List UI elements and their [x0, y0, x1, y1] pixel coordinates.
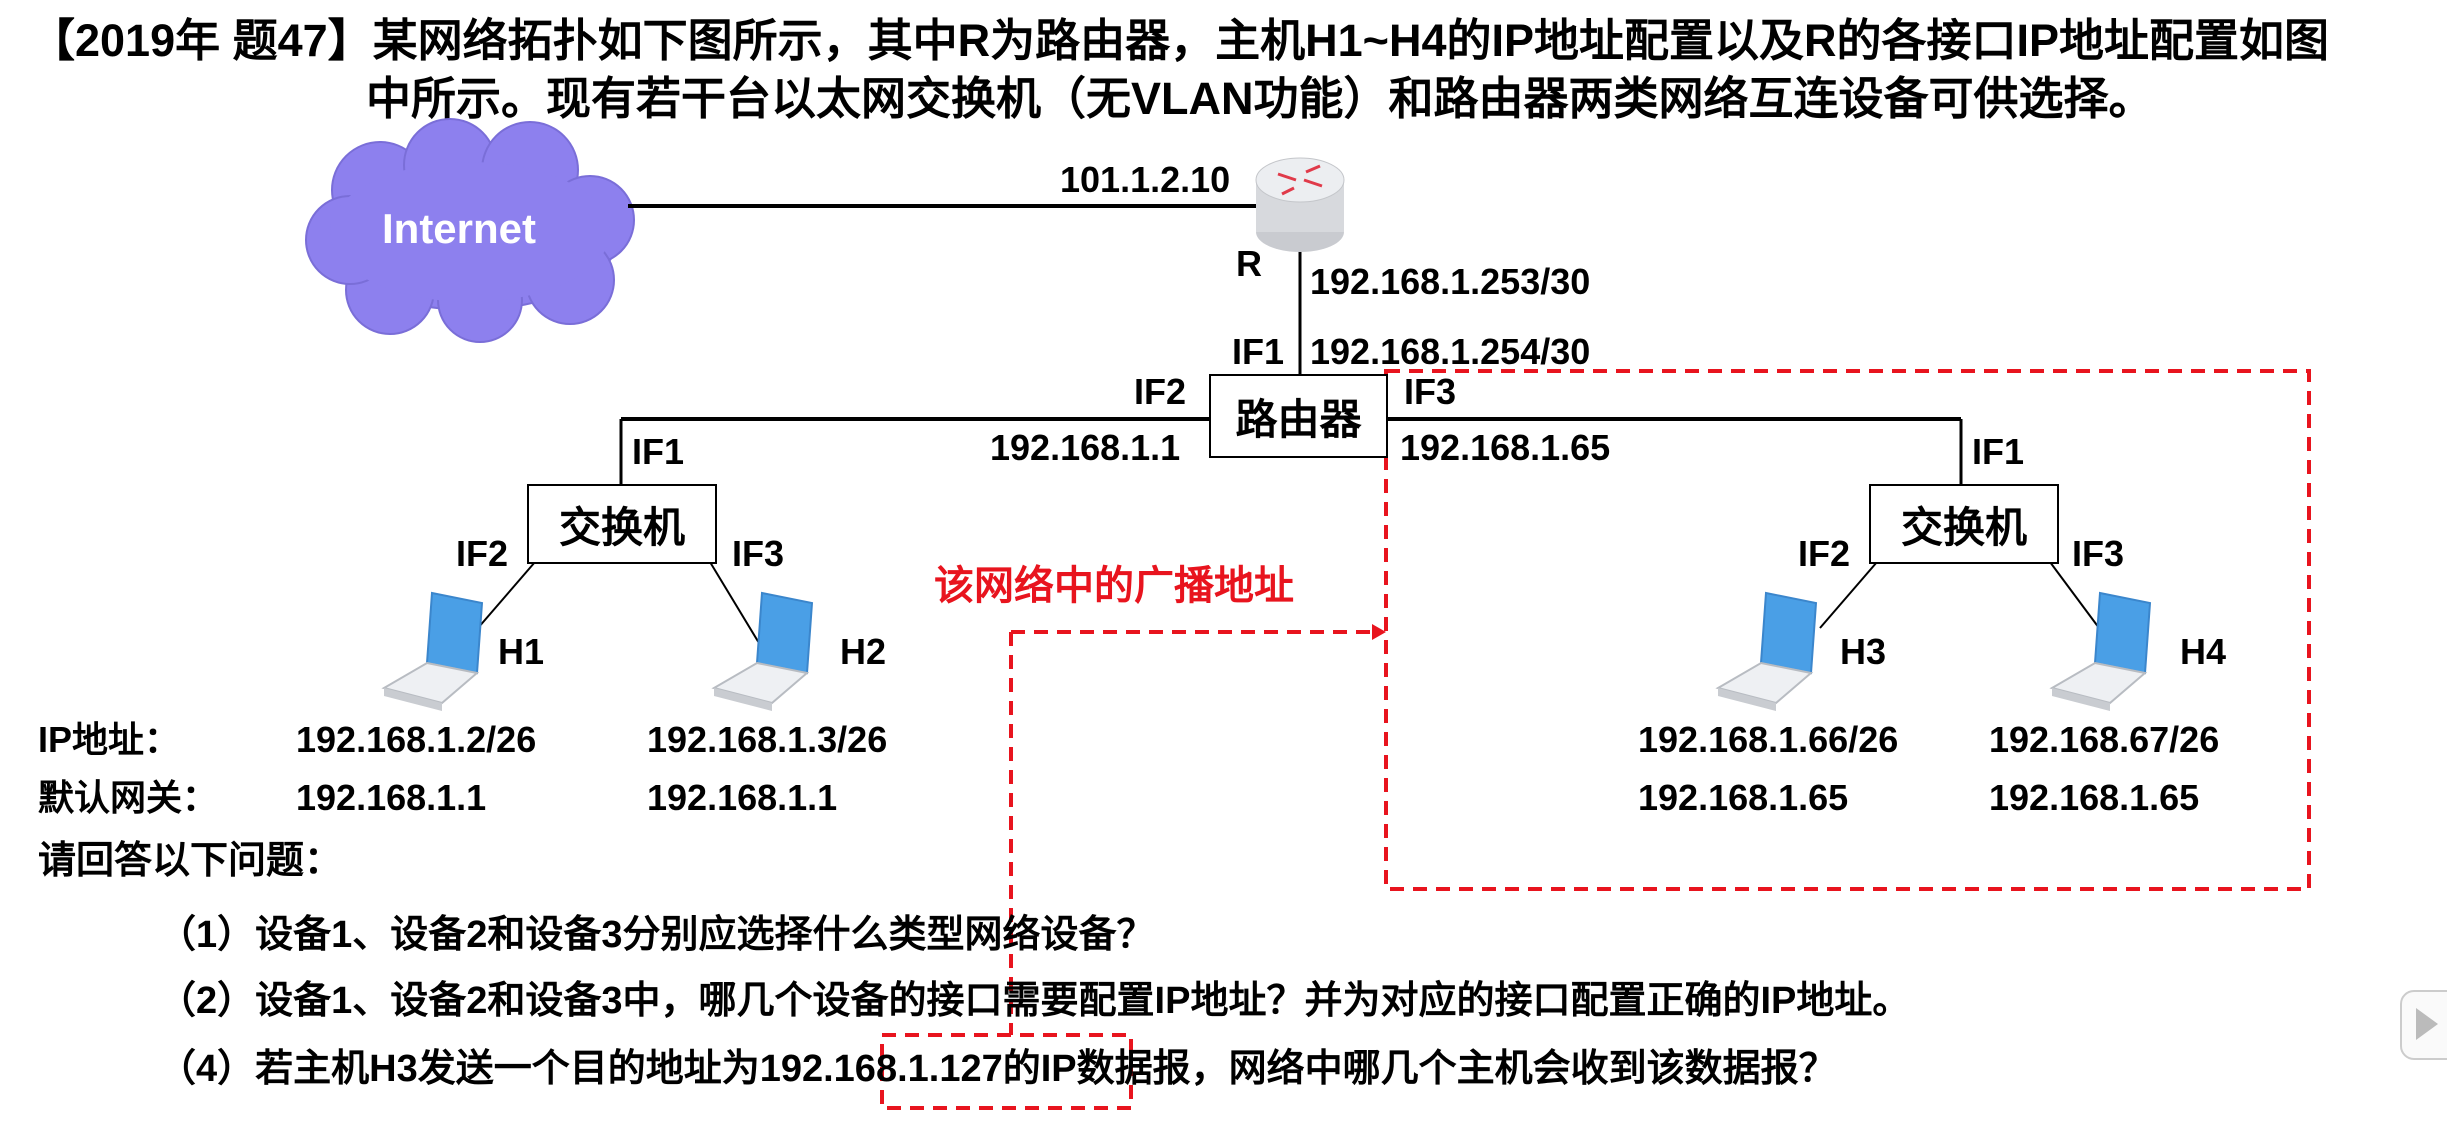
router-if2-ip: 192.168.1.1 — [990, 427, 1181, 468]
router-if3-label: IF3 — [1404, 371, 1457, 412]
question-4: （4）若主机H3发送一个目的地址为192.168.1.127的IP数据报，网络中… — [158, 1050, 1837, 1088]
router-if3-ip: 192.168.1.65 — [1400, 427, 1611, 468]
play-button[interactable] — [2400, 990, 2447, 1060]
left-switch-if3: IF3 — [732, 533, 785, 574]
router-r-icon — [1255, 157, 1345, 252]
broadcast-annotation-label: 该网络中的广播地址 — [934, 564, 1294, 608]
right-switch-if2: IF2 — [1798, 533, 1851, 574]
h2-ip: 192.168.1.3/26 — [647, 719, 888, 760]
left-switch-if1: IF1 — [632, 431, 685, 472]
host-h4-label: H4 — [2180, 631, 2227, 672]
broadcast-annotation-box — [880, 369, 2311, 1110]
r-label: R — [1236, 243, 1262, 284]
left-switch-if2: IF2 — [456, 533, 509, 574]
h1-gateway: 192.168.1.1 — [296, 777, 487, 818]
internet-label: Internet — [382, 205, 537, 252]
question-text: 若主机H3发送一个目的地址为 — [255, 1048, 760, 1090]
question-text: 的IP数据报，网络中哪几个主机会收到该数据报？ — [1002, 1048, 1837, 1090]
router-if1-ip: 192.168.1.254/30 — [1310, 331, 1591, 372]
h1-ip: 192.168.1.2/26 — [296, 719, 537, 760]
h4-gateway: 192.168.1.65 — [1989, 777, 2200, 818]
left-switch-box: 交换机 — [527, 484, 717, 564]
right-switch-box: 交换机 — [1869, 484, 2059, 564]
question-2: （2）设备1、设备2和设备3中，哪几个设备的接口需要配置IP地址？并为对应的接口… — [158, 982, 1910, 1020]
question-text: 设备1、设备2和设备3分别应选择什么类型网络设备？ — [255, 914, 1155, 956]
internet-cloud-icon — [305, 118, 635, 343]
question-text: 设备1、设备2和设备3中，哪几个设备的接口需要配置IP地址？并为对应的接口配置正… — [255, 980, 1911, 1022]
laptop-icon — [381, 591, 484, 711]
highlighted-address: 192.168.1.127 — [759, 1048, 1003, 1090]
question-number: （4） — [158, 1048, 256, 1090]
right-switch-if3: IF3 — [2072, 533, 2125, 574]
h3-ip: 192.168.1.66/26 — [1638, 719, 1899, 760]
router-if1-label: IF1 — [1232, 331, 1285, 372]
gateway-row-label: 默认网关： — [38, 777, 219, 818]
question-number: （1） — [158, 914, 256, 956]
play-icon — [2416, 1008, 2438, 1040]
router-if2-label: IF2 — [1134, 371, 1187, 412]
question-1: （1）设备1、设备2和设备3分别应选择什么类型网络设备？ — [158, 916, 1155, 954]
r-lan-ip: 192.168.1.253/30 — [1310, 261, 1591, 302]
right-switch-if1: IF1 — [1972, 431, 2025, 472]
annotation-arrow-icon — [1372, 624, 1386, 640]
center-router-box: 路由器 — [1209, 374, 1388, 458]
question-number: （2） — [158, 980, 256, 1022]
laptop-icon — [2049, 591, 2152, 711]
host-h3-label: H3 — [1840, 631, 1887, 672]
ip-row-label: IP地址： — [38, 719, 181, 760]
r-wan-ip: 101.1.2.10 — [1060, 159, 1231, 200]
h4-ip: 192.168.67/26 — [1989, 719, 2220, 760]
host-h2-label: H2 — [840, 631, 887, 672]
h3-gateway: 192.168.1.65 — [1638, 777, 1849, 818]
laptop-icon — [711, 591, 814, 711]
h2-gateway: 192.168.1.1 — [647, 777, 838, 818]
questions-prompt: 请回答以下问题： — [38, 840, 343, 882]
laptop-icon — [1715, 591, 1818, 711]
host-h1-label: H1 — [498, 631, 545, 672]
question-title-line1: 【2019年 题47】某网络拓扑如下图所示，其中R为路由器，主机H1~H4的IP… — [30, 15, 2330, 66]
question-title-line2: 中所示。现有若干台以太网交换机（无VLAN功能）和路由器两类网络互连设备可供选择… — [366, 73, 2154, 124]
